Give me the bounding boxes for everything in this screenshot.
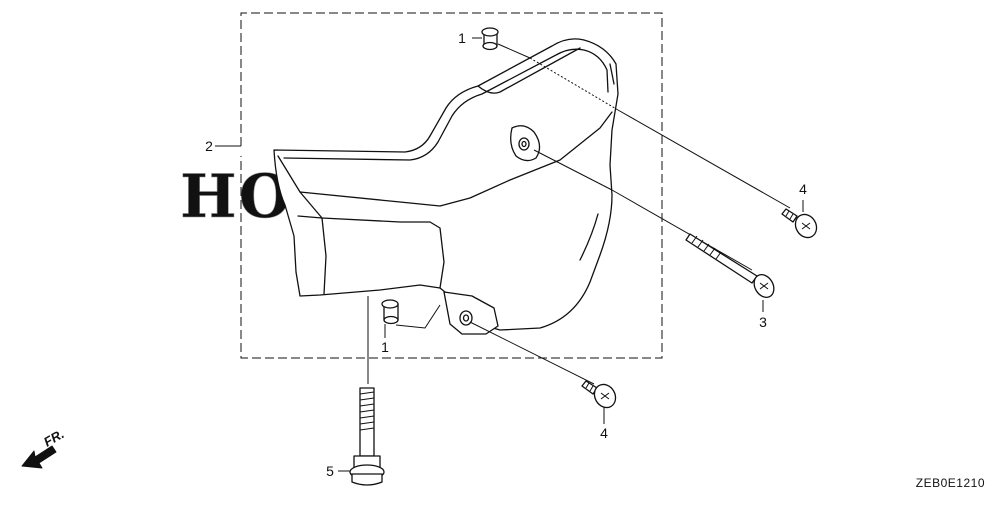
callout-grommet-top: 1 [458,30,466,46]
flange-bolt [349,387,385,486]
callout-screw-right: 4 [799,181,807,197]
cover [273,38,619,335]
assembly-boundary [240,12,663,359]
front-direction-arrow: FR. [21,426,67,469]
screw-bottom [581,380,617,409]
callout-screw-bottom: 4 [600,425,608,441]
callout-cover: 2 [205,138,213,154]
front-label: FR. [41,426,67,449]
grommet-bottom [381,299,399,325]
screw-right [781,208,818,239]
callout-grommet-bottom: 1 [381,339,389,355]
diagram-code: ZEB0E1210 [916,476,985,490]
callout-flange-bolt: 5 [326,463,334,479]
callout-long-bolt: 3 [759,314,767,330]
leader-lines [215,37,804,472]
long-bolt [685,233,775,298]
grommet-top [481,27,499,51]
